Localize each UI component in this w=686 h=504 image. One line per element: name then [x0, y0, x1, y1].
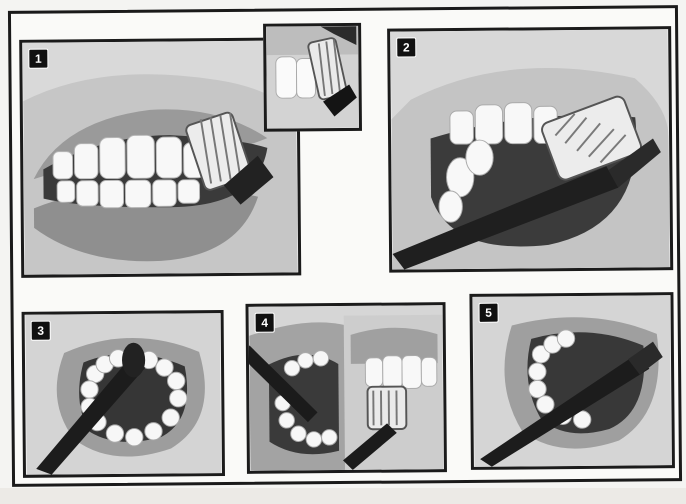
- brush-angle-detail-illustration: [266, 26, 359, 129]
- step-5-panel: 5: [469, 292, 675, 470]
- step-2-panel: 2: [387, 26, 673, 272]
- front-teeth-brushing-illustration: [249, 305, 444, 471]
- inner-surface-brushing-illustration: [390, 29, 670, 269]
- outer-surface-brushing-illustration: [22, 40, 298, 274]
- step-4-panel: 4: [246, 302, 447, 474]
- chewing-surface-brushing-illustration: [25, 313, 222, 475]
- page-margin: [0, 488, 686, 504]
- step-1-number: 1: [28, 49, 48, 69]
- step-4-number: 4: [255, 313, 275, 333]
- step-5-number: 5: [479, 303, 499, 323]
- step-3-panel: 3: [22, 310, 225, 478]
- step-2-number: 2: [396, 37, 416, 57]
- brushing-instructions-sheet: 1: [8, 5, 682, 487]
- step-1-panel: 1: [19, 37, 301, 277]
- step-1-detail-inset: [263, 23, 362, 132]
- tongue-and-back-teeth-illustration: [472, 295, 671, 467]
- step-3-number: 3: [31, 321, 51, 341]
